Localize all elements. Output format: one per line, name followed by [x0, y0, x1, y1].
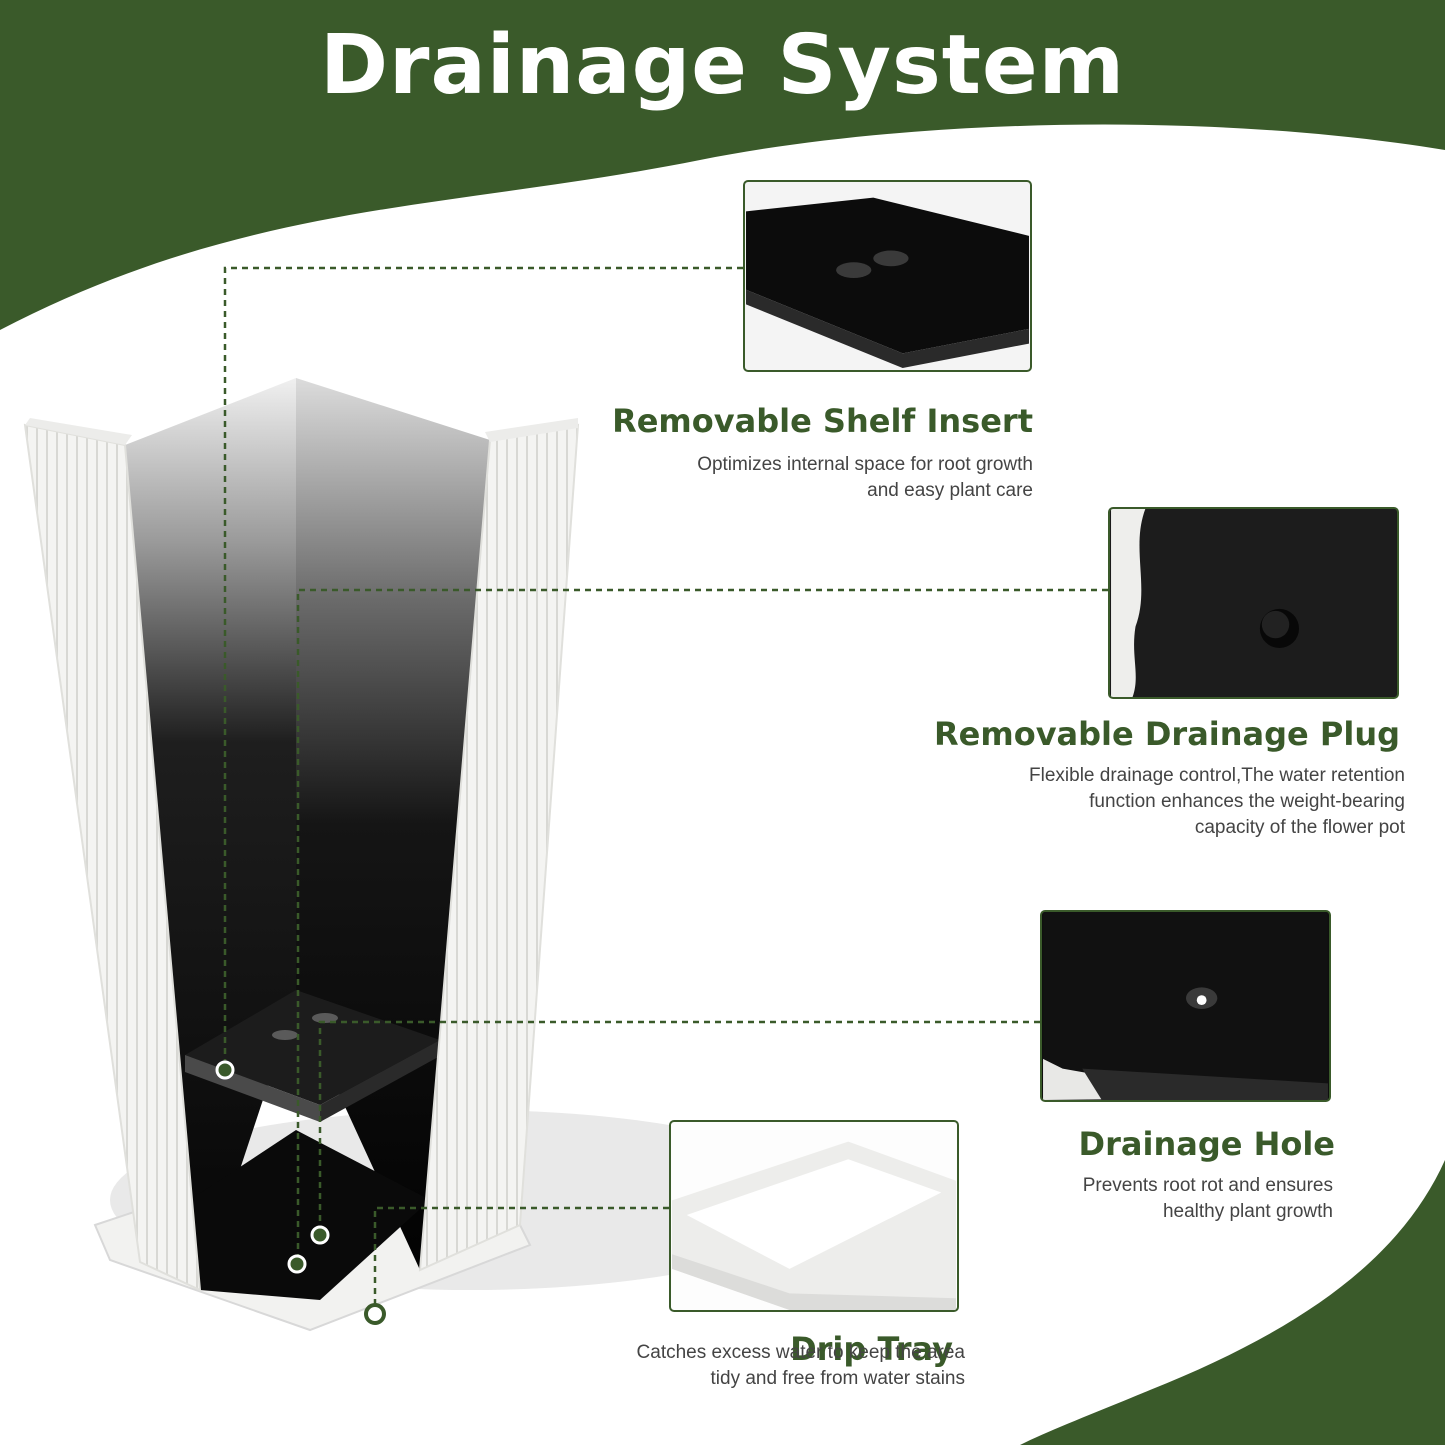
- shelf-insert-desc-line-1: Optimizes internal space for root growth: [697, 454, 1033, 475]
- drip-tray-desc-final: Catches excess water to keep the area ti…: [637, 1340, 965, 1392]
- drainage-hole-photo: [1040, 910, 1331, 1102]
- shelf-hole-right: [312, 1013, 338, 1023]
- shelf-insert-image: [746, 197, 1029, 369]
- drainage-plug-heading: Removable Drainage Plug: [934, 715, 1400, 753]
- drainage-plug-image: [1111, 509, 1396, 697]
- drip-tray-heading: Drip Tray: [790, 1330, 953, 1368]
- top-green-band: [0, 0, 1445, 330]
- drip-tray-desc-line-2: tidy and free from water stains: [710, 1368, 966, 1389]
- drainage-plug-photo: [1108, 507, 1399, 699]
- drainage-plug-desc-line-1: Flexible drainage control,The water rete…: [1029, 765, 1405, 786]
- shelf-insert-heading: Removable Shelf Insert: [612, 402, 1033, 440]
- shelf-insert-photo: [743, 180, 1032, 372]
- planter-cutaway-illustration: [23, 378, 580, 1332]
- drainage-hole-image: [1043, 912, 1328, 1100]
- planter-left-wall: [23, 423, 202, 1292]
- drainage-hole-desc-line-2: healthy plant growth: [1162, 1201, 1333, 1222]
- drip-tray-photo: [669, 1120, 959, 1312]
- drainage-plug-desc-line-3: capacity of the flower pot: [1194, 817, 1405, 838]
- shelf-insert-description: Optimizes internal space for root growth…: [697, 452, 1033, 504]
- drainage-plug-description: Flexible drainage control,The water rete…: [1029, 763, 1405, 841]
- bottom-right-green-swoosh: [1020, 1160, 1445, 1445]
- drainage-hole-desc-line-1: Prevents root rot and ensures: [1082, 1175, 1333, 1196]
- drainage-hole-heading: Drainage Hole: [1078, 1125, 1335, 1163]
- shelf-hole-left: [272, 1030, 298, 1040]
- page-title: Drainage System: [319, 18, 1126, 113]
- shelf-insert-desc-line-2: and easy plant care: [867, 480, 1033, 501]
- drainage-hole-description: Prevents root rot and ensures healthy pl…: [1083, 1173, 1333, 1225]
- drip-tray-image: [672, 1141, 956, 1310]
- drip-tray-desc-line-1: Catches excess water to keep the area: [636, 1342, 965, 1363]
- drainage-plug-desc-line-2: function enhances the weight-bearing: [1089, 791, 1405, 812]
